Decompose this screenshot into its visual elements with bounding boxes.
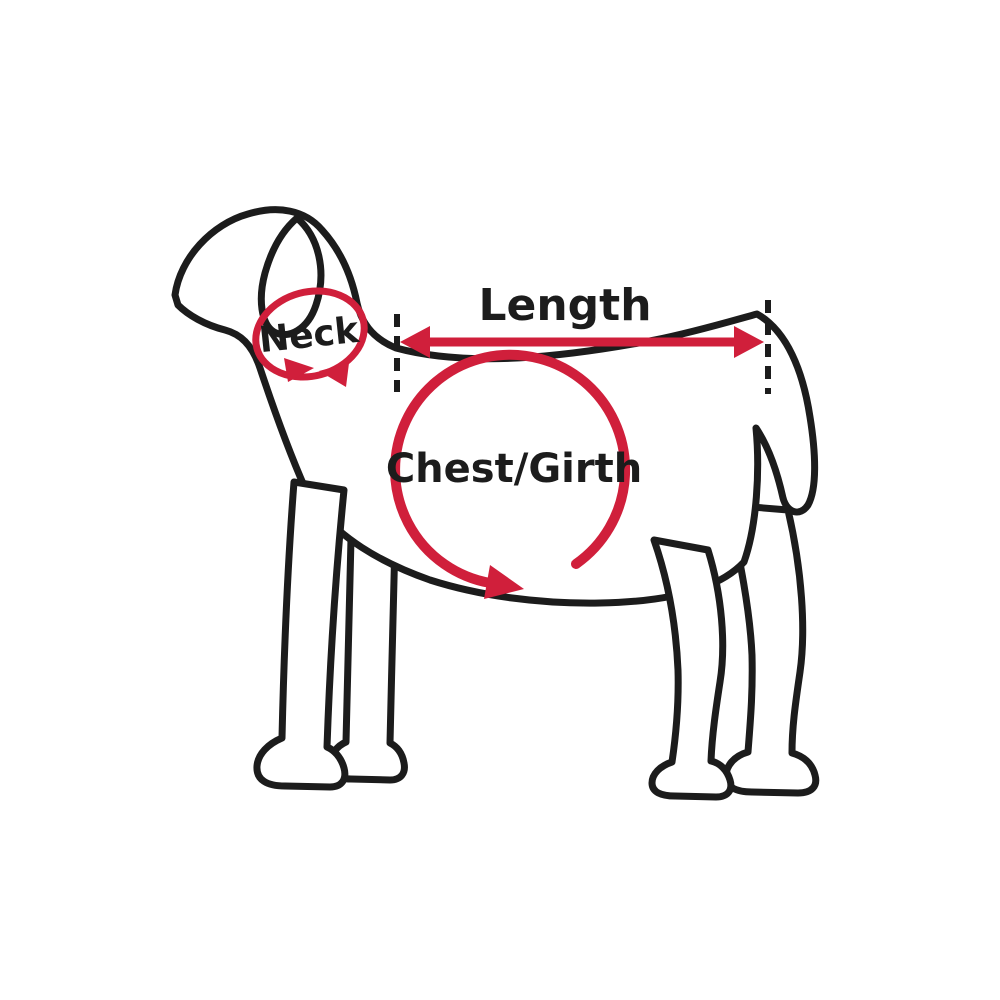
dog-far-front-leg xyxy=(326,494,408,784)
dog-far-rear-leg xyxy=(722,501,820,797)
neck-arrowhead-right xyxy=(284,358,314,382)
length-arrowhead-left xyxy=(400,326,430,358)
chest-girth-arrowhead xyxy=(484,565,524,599)
dog-near-rear-leg xyxy=(648,536,735,801)
chest-girth-label: Chest/Girth xyxy=(386,446,642,492)
neck-arrowhead-left xyxy=(319,363,349,387)
length-label: Length xyxy=(478,280,651,331)
length-arrowhead-right xyxy=(734,326,764,358)
neck-measure-ellipse xyxy=(252,287,368,381)
chest-girth-measure-circle xyxy=(390,349,631,588)
dog-near-front-leg xyxy=(253,478,349,791)
